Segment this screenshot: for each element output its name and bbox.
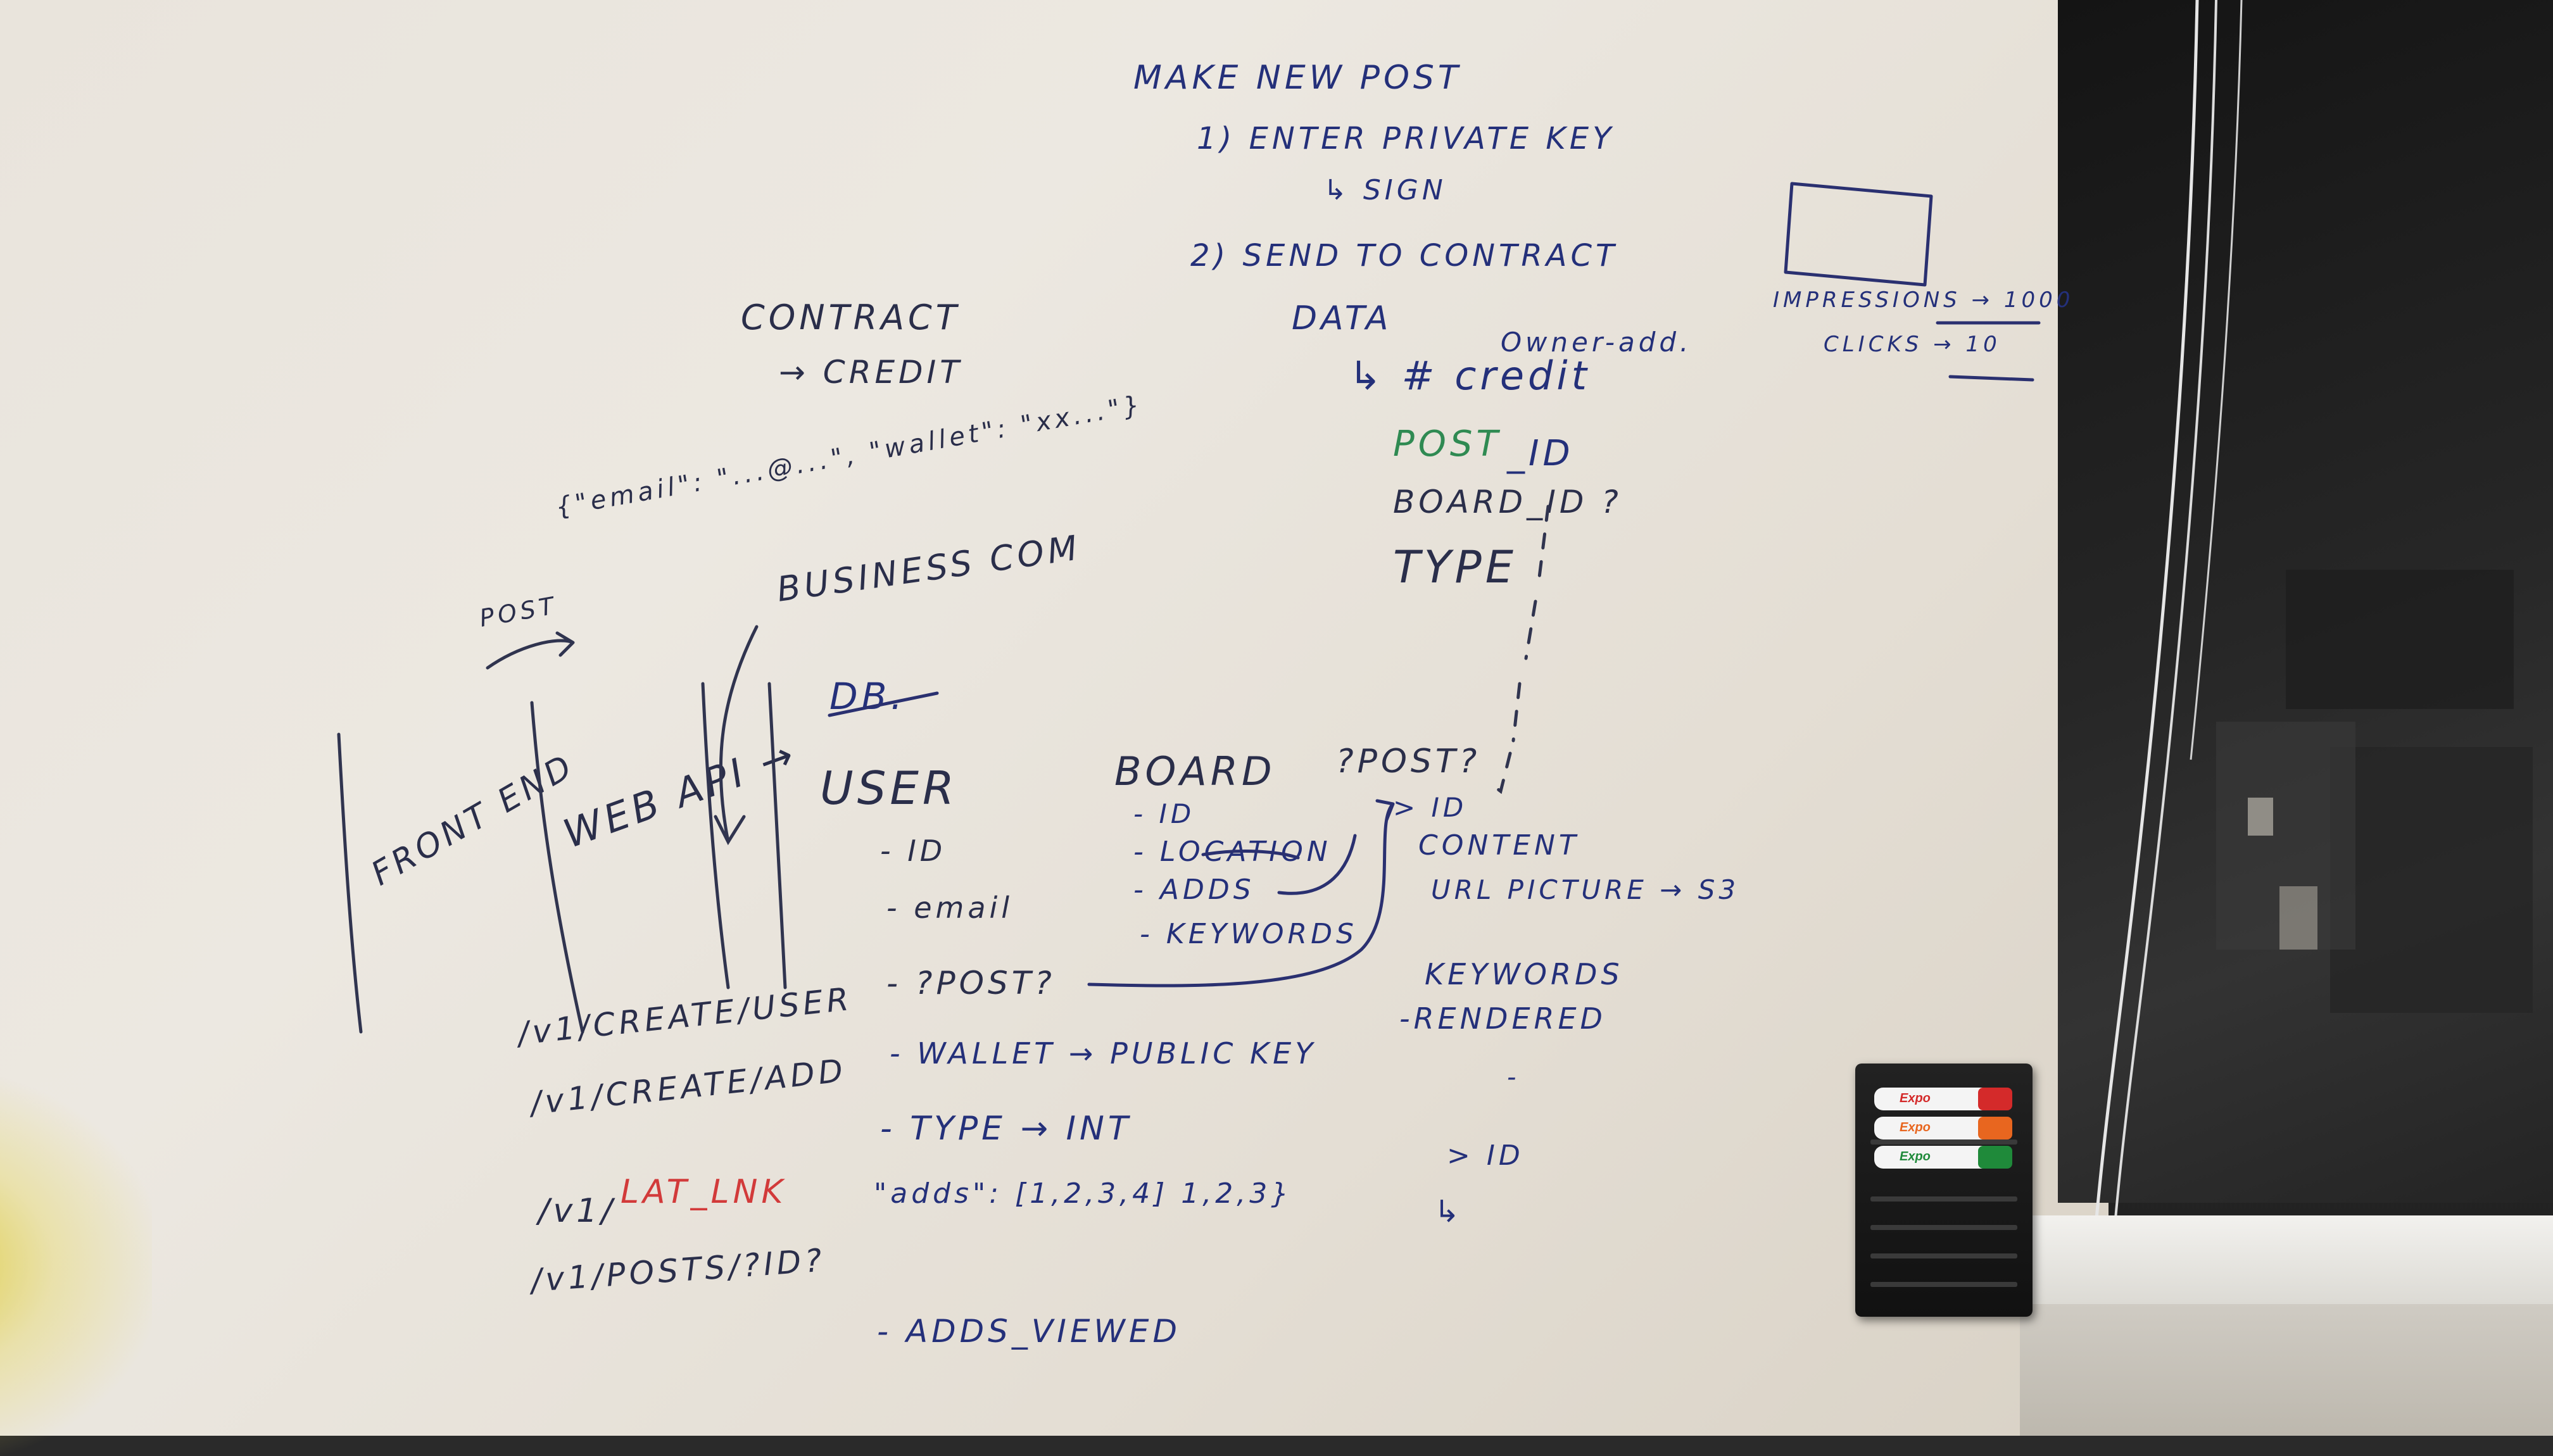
endpoint-posts-id: /v1/POSTS/?ID? — [527, 1242, 827, 1300]
post-field-id: > ID — [1393, 792, 1467, 823]
whiteboard — [0, 0, 2109, 1436]
web-api-label: WEB API → — [557, 730, 803, 857]
credit-data-item: ↳ # credit — [1349, 353, 1591, 399]
marker-cap — [1978, 1088, 2012, 1110]
post-id-post: POST — [1393, 424, 1502, 465]
board-field-id: - ID — [1133, 798, 1195, 829]
data-label: DATA — [1292, 299, 1392, 337]
db-label: DB. — [829, 675, 906, 718]
board-id-field: BOARD_ID ? — [1393, 484, 1622, 520]
tray-slot — [1870, 1196, 2017, 1202]
contract-json: {"email": "...@...", "wallet": "xx..."} — [553, 390, 1145, 522]
reflected-paper — [2279, 886, 2317, 950]
step-enter-private-key: 1) ENTER PRIVATE KEY — [1197, 121, 1615, 156]
adds-arrow — [1277, 834, 1357, 895]
post-field-rendered: -RENDERED — [1399, 1001, 1606, 1036]
front-end-label: FRONT END — [365, 746, 582, 893]
whiteboard-writing: MAKE NEW POST 1) ENTER PRIVATE KEY ↳ SIG… — [337, 59, 2074, 1350]
dashed-connector — [1486, 505, 1550, 794]
contract-title: CONTRACT — [741, 298, 961, 337]
impressions-box — [1784, 182, 1933, 287]
user-field-wallet: - WALLET → PUBLIC KEY — [890, 1036, 1316, 1070]
underline — [1936, 321, 2041, 382]
post-field-id-2: > ID — [1447, 1139, 1524, 1172]
orange-marker[interactable]: Expo — [1874, 1117, 2012, 1139]
post-field-url-picture: URL PICTURE → S3 — [1431, 874, 1739, 905]
post-entity-title: ?POST? — [1336, 743, 1480, 781]
web-api-right-line — [701, 682, 730, 989]
step-send-to-contract: 2) SEND TO CONTRACT — [1190, 238, 1618, 273]
endpoint-create-add: /v1/CREATE/ADD — [526, 1052, 848, 1122]
post-field-keywords: KEYWORDS — [1425, 957, 1623, 991]
window-glass — [2058, 0, 2553, 1203]
clicks-count: CLICKS → 10 — [1824, 332, 2001, 357]
marker-brand: Expo — [1900, 1091, 1931, 1105]
tray-slot — [1870, 1282, 2017, 1287]
post-field-dash: - — [1507, 1063, 1520, 1092]
window-sill-face — [2020, 1304, 2553, 1436]
marker-tray: Expo Expo Expo — [1855, 1064, 2033, 1317]
post-id-suffix: _ID — [1506, 433, 1574, 474]
user-type-values: "adds": [1,2,3,4] 1,2,3} — [874, 1177, 1292, 1210]
db-line — [767, 682, 787, 989]
user-field-type: - TYPE → INT — [880, 1110, 1132, 1148]
user-field-email: - email — [886, 891, 1013, 925]
marker-brand: Expo — [1900, 1150, 1931, 1164]
red-marker[interactable]: Expo — [1874, 1088, 2012, 1110]
board-field-adds: - ADDS — [1133, 874, 1255, 906]
board-field-keywords: - KEYWORDS — [1140, 918, 1358, 950]
tray-slot — [1870, 1225, 2017, 1230]
reflected-monitor — [2286, 570, 2514, 709]
marker-brand: Expo — [1900, 1120, 1931, 1134]
post-arrow — [486, 631, 575, 670]
user-field-adds-viewed: - ADDS_VIEWED — [877, 1313, 1181, 1350]
post-field-content: CONTENT — [1418, 829, 1580, 862]
endpoint-lat-lnk-prefix: /v1/ — [536, 1192, 616, 1230]
db-arrow — [714, 625, 759, 846]
tray-slot — [1870, 1139, 2017, 1145]
light-reflection — [0, 1076, 152, 1456]
post-field-hook: ↳ — [1434, 1194, 1463, 1229]
window-sill — [2020, 1215, 2553, 1304]
make-new-post-heading: MAKE NEW POST — [1133, 59, 1462, 97]
owner-address-note: Owner-add. — [1501, 327, 1692, 358]
business-com-label: BUSINESS COM — [774, 527, 1083, 610]
contract-credit: → CREDIT — [779, 354, 963, 391]
window-reflections — [2216, 570, 2533, 1013]
post-relation-arrow — [1087, 799, 1395, 988]
endpoint-lat-lnk: LAT_LNK — [621, 1173, 787, 1211]
impressions-count: IMPRESSIONS → 1000 — [1773, 287, 2074, 313]
marker-cap — [1978, 1146, 2012, 1169]
db-underline — [828, 691, 939, 717]
step-sign: ↳ SIGN — [1323, 174, 1447, 206]
reflected-paper — [2248, 798, 2273, 836]
user-title: USER — [820, 762, 958, 815]
tray-slot — [1870, 1253, 2017, 1258]
user-field-id: - ID — [880, 834, 946, 868]
type-field: TYPE — [1393, 541, 1517, 593]
post-arrow-label: POST — [477, 591, 560, 632]
front-end-line — [337, 732, 363, 1034]
green-marker[interactable]: Expo — [1874, 1146, 2012, 1169]
endpoint-create-user: /v1/CREATE/USER — [514, 981, 854, 1053]
web-api-left-line — [530, 701, 584, 1034]
user-field-post: - ?POST? — [886, 965, 1056, 1001]
location-underline — [1201, 850, 1300, 860]
reflected-chair — [2330, 747, 2533, 1013]
board-title: BOARD — [1114, 748, 1276, 794]
marker-cap — [1978, 1117, 2012, 1139]
